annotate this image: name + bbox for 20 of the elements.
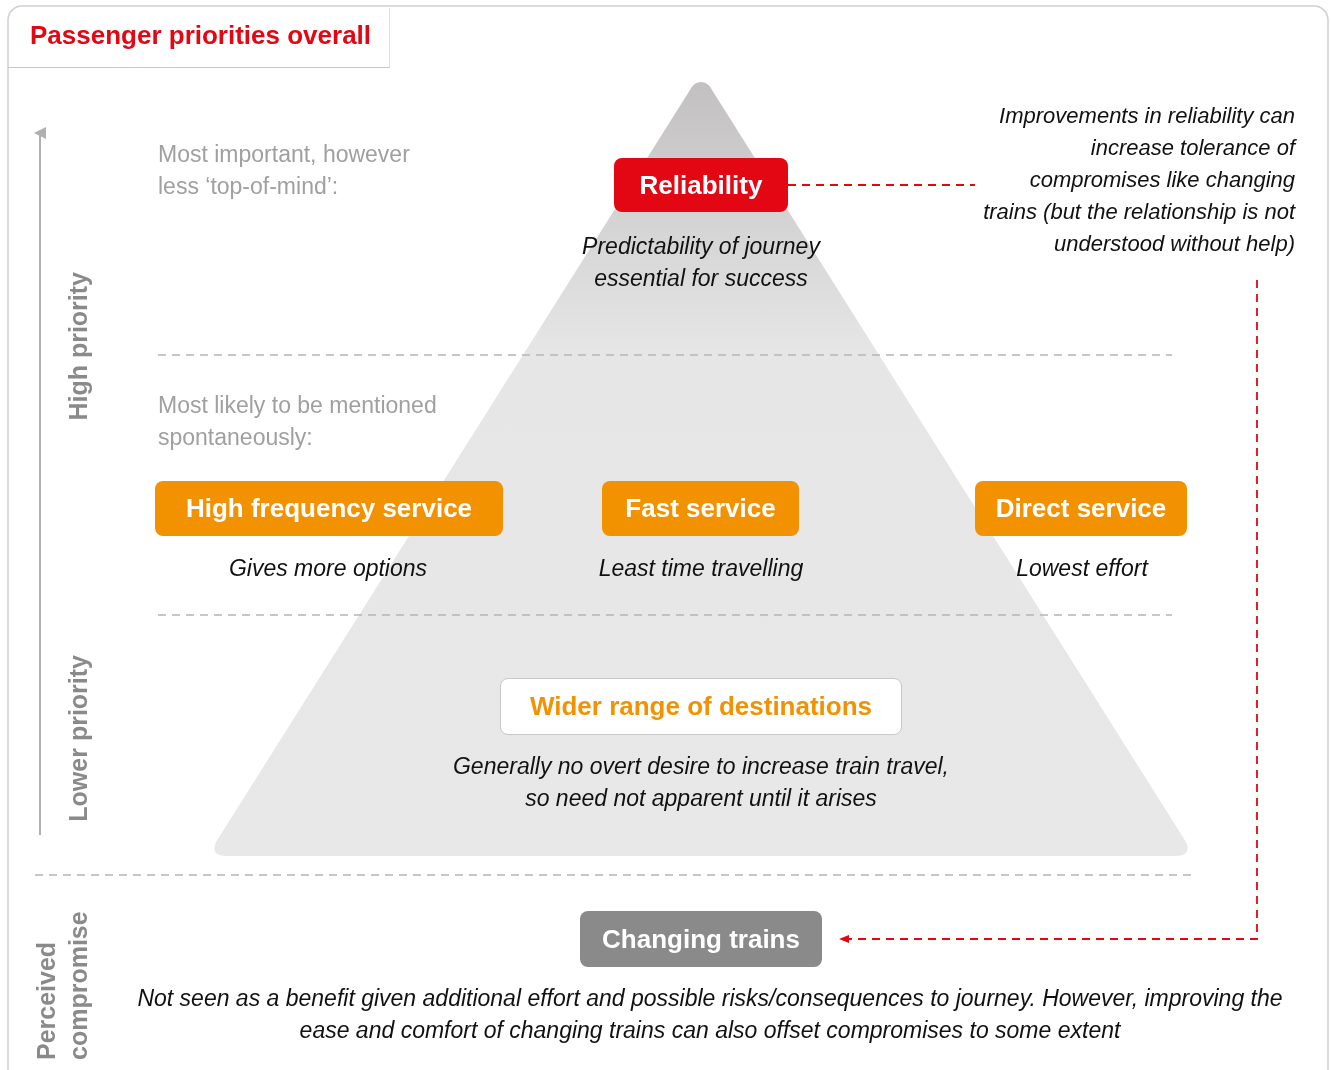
note-text: Improvements in reliability can increase tolerance of compromises like changing trains (but the relationship is not understood without help)	[975, 100, 1295, 260]
compromise-box: Changing trains	[580, 911, 822, 967]
axis-label: Lower priority	[63, 655, 93, 822]
description-text: Gives more options	[227, 554, 429, 583]
priority-box: High frequency service	[155, 481, 503, 536]
section-label: Most likely to be mentioned spontaneously:	[158, 391, 438, 452]
description-text: Predictability of journey essential for success	[581, 232, 822, 293]
axis-label: High priority	[63, 272, 93, 421]
section-label: Most important, however less ‘top-of-mind’:	[158, 140, 411, 201]
priority-box: Fast service	[602, 481, 799, 536]
description-text: Generally no overt desire to increase train travel, so need not apparent until it arises	[452, 752, 950, 813]
priority-box: Wider range of destinations	[500, 678, 902, 735]
description-text: Least time travelling	[597, 554, 805, 583]
description-text: Not seen as a benefit given additional effort and possible risks/consequences to journey. However, improving the ease and comfort of changing trains can also offset compromises to some extent	[136, 984, 1284, 1045]
title: Passenger priorities overall	[30, 20, 372, 51]
description-text: Lowest effort	[1015, 554, 1150, 583]
axis-label: Perceived compromise	[31, 910, 93, 1060]
priority-box: Reliability	[614, 158, 788, 212]
connector-arrow	[839, 279, 1258, 943]
priority-box: Direct service	[975, 481, 1187, 536]
